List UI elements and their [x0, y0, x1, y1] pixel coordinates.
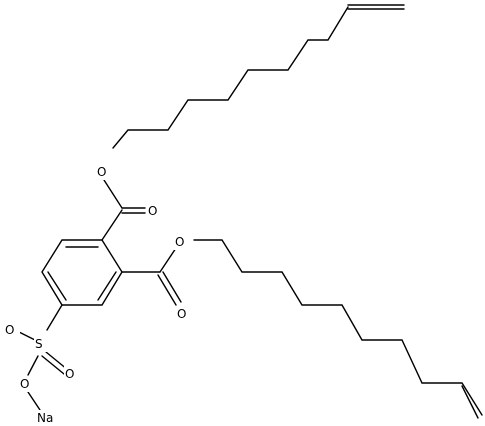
bond [27, 355, 39, 376]
atom-O: O [65, 367, 74, 381]
atom-O: O [177, 307, 186, 321]
atom-labels: O O O O O S O O Na [4, 164, 192, 426]
bond [461, 385, 479, 419]
ring-double-bond [47, 271, 67, 301]
bond [101, 209, 123, 241]
bond [103, 179, 123, 209]
bond-lines [14, 4, 483, 419]
benzene-ring [41, 239, 123, 306]
atom-Na: Na [37, 411, 53, 425]
lower-chain [193, 239, 483, 416]
bond [157, 274, 177, 306]
bond [162, 271, 182, 303]
atom-S: S [35, 337, 43, 351]
upper-chain [112, 6, 349, 149]
atom-O: O [20, 377, 29, 391]
bond [159, 247, 177, 273]
bond [46, 304, 63, 331]
bond [27, 391, 41, 411]
atom-O: O [148, 204, 157, 218]
atom-O: O [5, 323, 14, 337]
atom-O: O [175, 235, 184, 249]
ring-double-bond [97, 271, 117, 301]
bond [41, 355, 65, 375]
atom-O: O [97, 165, 106, 179]
